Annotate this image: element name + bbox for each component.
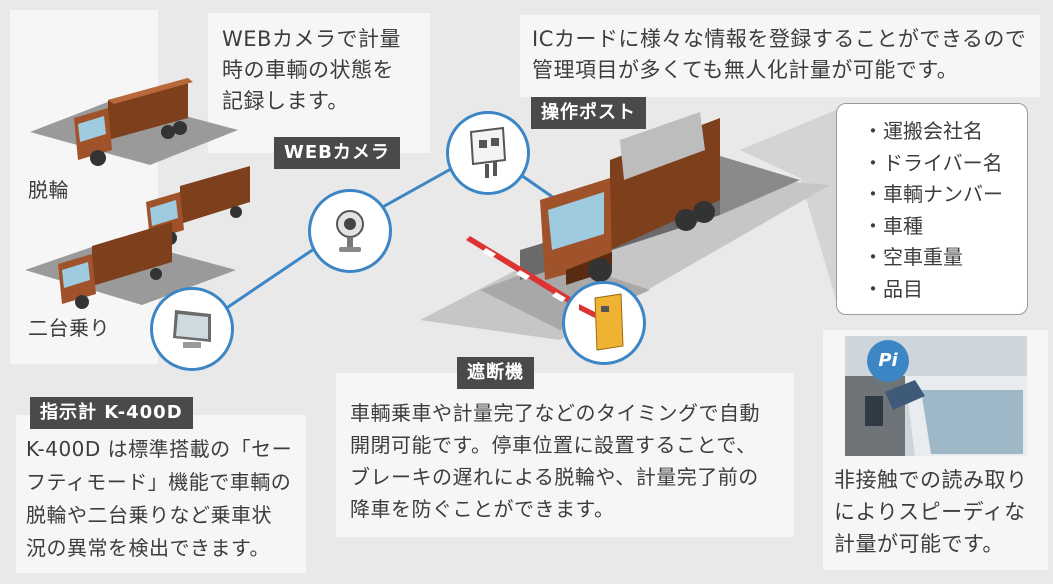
ic-card-items-box: ・運搬会社名 ・ドライバー名 ・車輌ナンバー ・車種 ・空車重量 ・品目 (836, 103, 1028, 315)
barrier-arm (466, 236, 600, 320)
operation-post-icon (469, 126, 507, 178)
barrier-desc-panel (336, 373, 794, 537)
ic-item: ・空車重量 (863, 245, 963, 269)
card-reader-description: 非接触での読み取り によりスピーディな 計量が可能です。 (834, 468, 1028, 556)
wheel-off-label: 脱輪 (28, 178, 69, 202)
monitor-circle (150, 287, 234, 371)
truck-on-scale (540, 112, 720, 285)
barrier-description: 車輌乗車や計量完了などのタイミングで自動 開閉可能です。停車位置に設置することで… (350, 401, 760, 521)
truck-wheel-off (74, 78, 193, 166)
indicator-tag: 指示計 K-400D (30, 397, 193, 429)
web-camera-circle (308, 189, 392, 273)
truck-window-illustration (845, 336, 1027, 456)
ic-item: ・ドライバー名 (863, 150, 1003, 175)
ic-card-description: ICカードに様々な情報を登録することができるので 管理項目が多くても無人化計量が… (532, 27, 1027, 82)
pi-badge: Pi (867, 340, 909, 382)
web-camera-desc-panel (208, 13, 430, 153)
indicator-description: K-400D は標準搭載の「セー フティモード」機能で車輌の 脱輪や二台乗りなど… (26, 437, 293, 560)
barrier-gate-icon (579, 293, 624, 351)
ic-item: ・運搬会社名 (863, 119, 983, 143)
web-camera-description: WEBカメラで計量 時の車輌の状態を 記録します。 (222, 27, 401, 113)
ic-card-desc-panel (520, 15, 1040, 97)
ic-item: ・車輌ナンバー (863, 182, 1003, 206)
indicator-desc-panel (16, 415, 306, 573)
ic-item: ・品目 (863, 276, 923, 301)
web-camera-tag: WEBカメラ (274, 137, 400, 169)
web-camera-icon (336, 210, 364, 252)
card-reader-photo: Pi (845, 336, 1027, 456)
double-ride-label: 二台乗り (28, 316, 110, 340)
monitor-icon (173, 310, 211, 348)
barrier-circle (562, 281, 646, 365)
post-circle (446, 111, 530, 195)
barrier-tag: 遮断機 (457, 357, 534, 389)
operation-post-tag: 操作ポスト (531, 97, 646, 129)
ic-item: ・車種 (863, 213, 923, 238)
truck-double-ride-front (58, 222, 172, 309)
